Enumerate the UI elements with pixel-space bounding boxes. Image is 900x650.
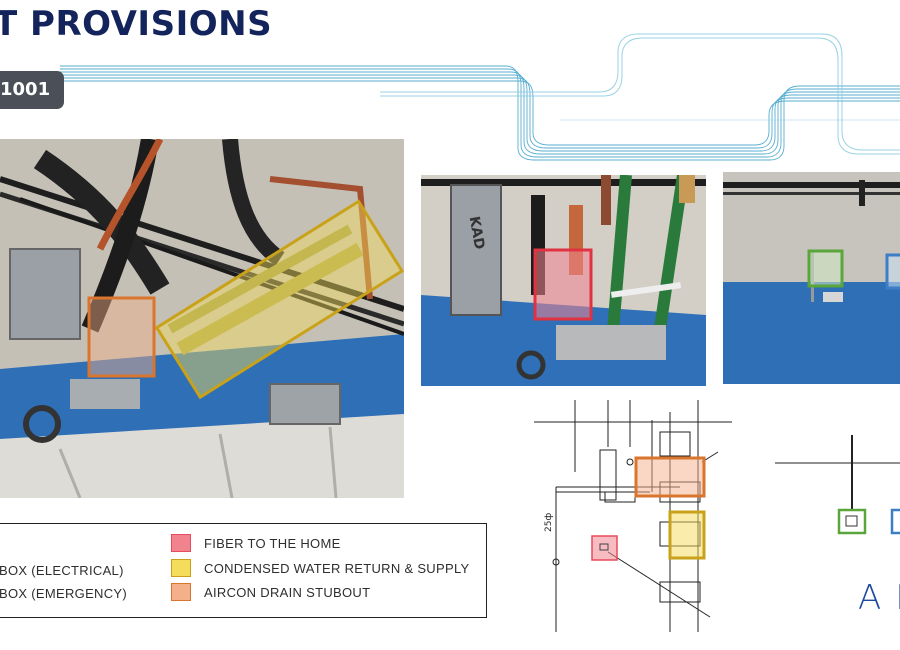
- legend-item-emergency-box: BOX (EMERGENCY): [0, 586, 127, 601]
- ceiling-section-drawing: 25ф: [520, 392, 732, 632]
- legend-item-condensed-water: CONDENSED WATER RETURN & SUPPLY: [171, 559, 469, 577]
- legend-label: FIBER TO THE HOME: [204, 535, 341, 551]
- unit-code-badge: 1001: [0, 71, 64, 109]
- aircon-drain-swatch: [171, 583, 191, 601]
- ceiling-photo-boxes: [723, 172, 900, 384]
- page-title: T PROVISIONS: [0, 4, 273, 44]
- brand-logo: AL: [858, 578, 900, 618]
- box-elevation-drawing: [770, 430, 900, 540]
- drawing-dimension-label: 25ф: [544, 513, 554, 532]
- legend-label: CONDENSED WATER RETURN & SUPPLY: [204, 560, 470, 576]
- legend-label: BOX (EMERGENCY): [0, 586, 128, 601]
- svg-text:KAD: KAD: [466, 215, 488, 251]
- ceiling-photo-main: [0, 139, 404, 498]
- legend: BOX (ELECTRICAL) BOX (EMERGENCY) FIBER T…: [0, 523, 487, 618]
- legend-label: BOX (ELECTRICAL): [0, 563, 124, 578]
- legend-label: AIRCON DRAIN STUBOUT: [204, 584, 371, 600]
- ceiling-photo-fiber: KAD: [421, 175, 706, 386]
- legend-item-electrical-box: BOX (ELECTRICAL): [0, 563, 124, 578]
- legend-item-aircon-drain: AIRCON DRAIN STUBOUT: [171, 583, 370, 601]
- fiber-swatch: [171, 534, 191, 552]
- legend-item-fiber: FIBER TO THE HOME: [171, 534, 341, 552]
- header-wave-lines: [60, 33, 900, 161]
- condensed-water-swatch: [171, 559, 191, 577]
